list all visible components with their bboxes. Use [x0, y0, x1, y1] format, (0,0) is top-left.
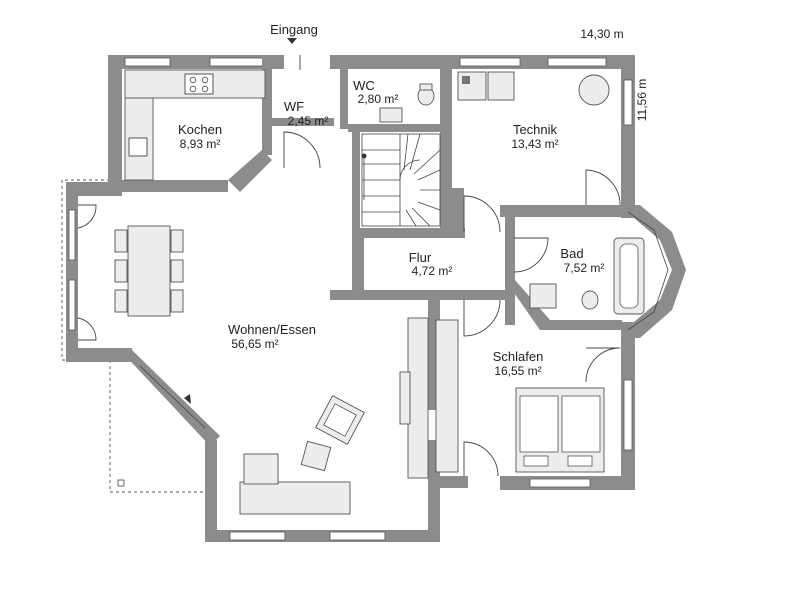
room-schlafen-name: Schlafen — [493, 349, 544, 364]
bathroom-fixtures — [529, 237, 645, 315]
kitchen-furniture — [124, 69, 266, 181]
room-wc-area: 2,80 m² — [358, 92, 399, 106]
technik-equipment — [457, 71, 610, 106]
sofa — [239, 481, 351, 515]
interior-walls — [108, 55, 624, 490]
room-wohnen-area: 56,65 m² — [231, 337, 278, 351]
depth-dimension: 11,56 m — [635, 79, 649, 121]
doors — [77, 55, 621, 477]
bay-window-right — [621, 205, 686, 338]
dining-set — [114, 225, 184, 317]
bedroom-furniture — [435, 319, 605, 473]
room-wohnen-name: Wohnen/Essen — [228, 322, 316, 337]
entrance-label: Eingang — [270, 22, 318, 37]
windows — [68, 57, 633, 541]
drain-marker — [117, 479, 125, 487]
room-wf-name: WF — [284, 99, 304, 114]
kitchen-sink — [128, 137, 148, 157]
living-furniture — [239, 317, 429, 515]
room-technik-area: 13,43 m² — [511, 137, 558, 151]
room-technik-name: Technik — [513, 122, 558, 137]
room-kochen-name: Kochen — [178, 122, 222, 137]
wardrobe — [435, 319, 459, 473]
entrance-arrow-icon — [287, 38, 297, 44]
room-wf-area: 2,45 m² — [288, 114, 329, 128]
room-bad-name: Bad — [560, 246, 583, 261]
cooktop — [184, 73, 214, 95]
staircase — [361, 133, 441, 227]
sideboard — [407, 317, 429, 479]
room-wc-name: WC — [353, 78, 375, 93]
width-dimension: 14,30 m — [580, 27, 623, 41]
room-bad-area: 7,52 m² — [564, 261, 605, 275]
wc-fixtures — [379, 83, 435, 123]
room-flur-name: Flur — [409, 250, 432, 265]
room-kochen-area: 8,93 m² — [180, 137, 221, 151]
room-schlafen-area: 16,55 m² — [494, 364, 541, 378]
room-flur-area: 4,72 m² — [412, 264, 453, 278]
